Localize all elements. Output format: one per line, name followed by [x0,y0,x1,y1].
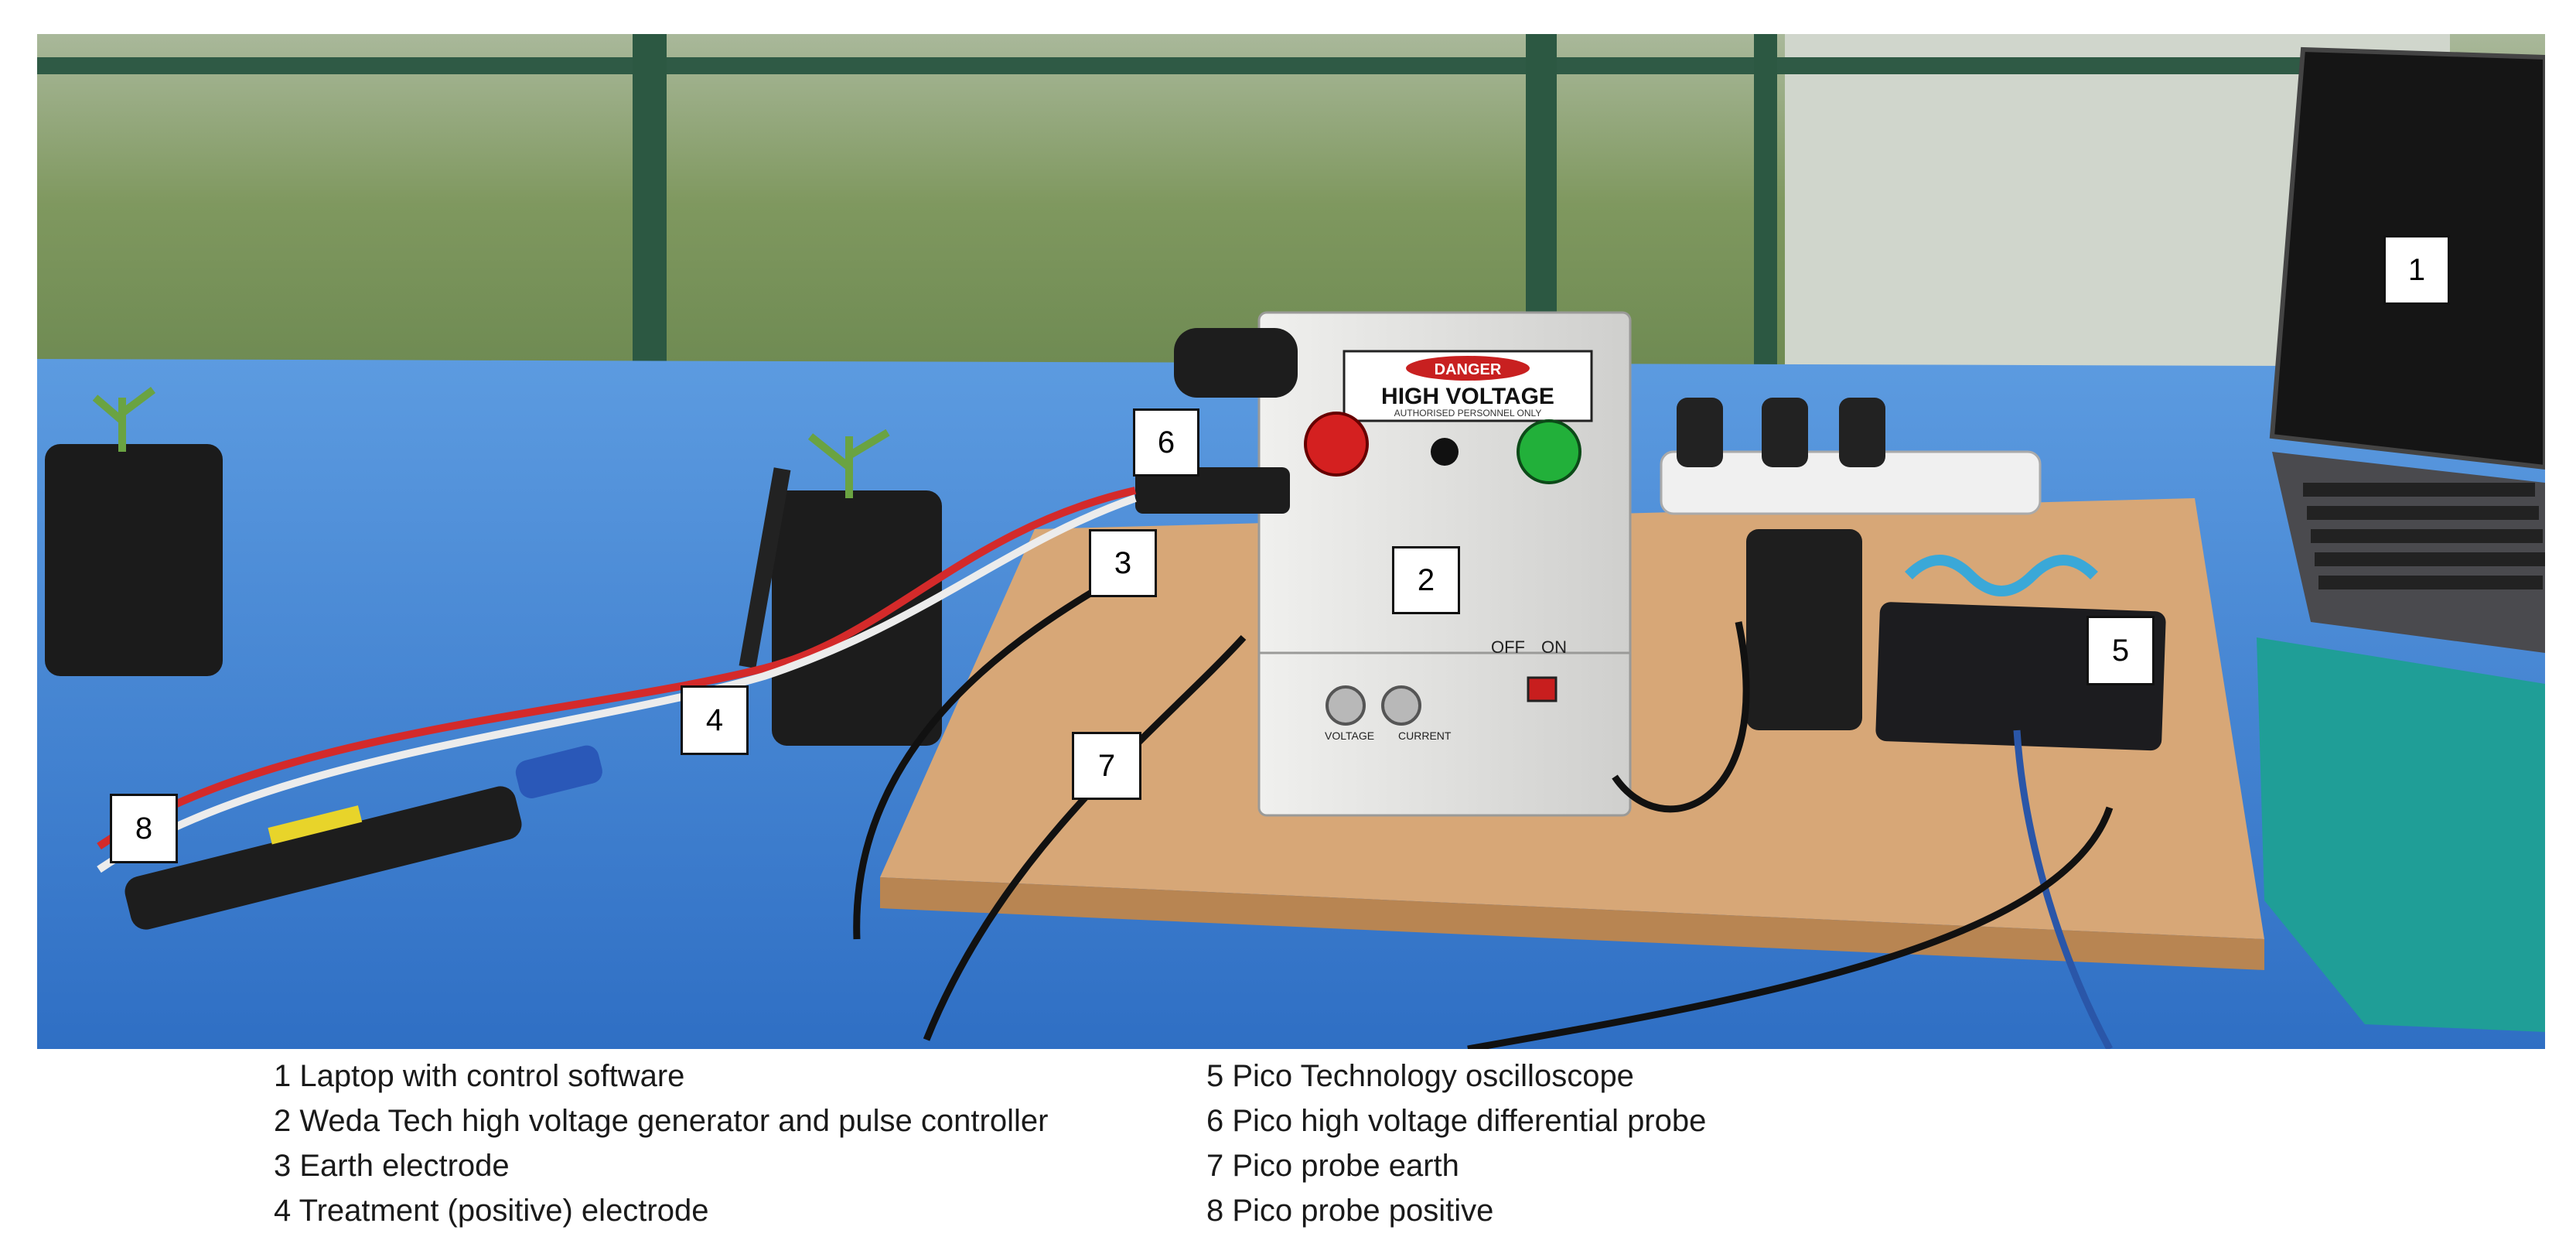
callout-1: 1 [2383,235,2450,305]
red-cable [97,487,1137,850]
blue-usb-cable [2013,730,2113,1049]
electrode-rod [739,467,791,669]
legend-item-3: 3 Earth electrode [274,1149,510,1183]
plant-pot-left [45,444,223,676]
callout-6: 6 [1133,408,1199,477]
black-cable-4 [1467,806,2114,1049]
seedling-left-icon [92,387,155,452]
callout-7: 7 [1072,732,1141,800]
frame-top [37,57,2545,74]
on-label: ON [1541,637,1567,657]
callout-2: 2 [1392,546,1460,614]
power-switch [1527,676,1558,702]
legend-item-4: 4 Treatment (positive) electrode [274,1194,709,1228]
plant-pot-center [772,490,942,746]
callout-3: 3 [1089,529,1157,597]
black-cable-1 [853,572,1122,940]
voltage-label: VOLTAGE [1325,730,1374,742]
electrode-yellow-band [268,805,363,845]
setup-photo: DANGER HIGH VOLTAGE AUTHORISED PERSONNEL… [37,34,2545,1049]
power-plug-2 [1762,398,1808,467]
legend-item-5: 5 Pico Technology oscilloscope [1206,1059,1634,1093]
current-bnc-connector [1381,685,1421,726]
seedling-center-icon [807,429,890,498]
frame-post-1 [633,34,667,374]
green-indicator-light [1517,419,1581,484]
callout-4: 4 [681,685,749,755]
legend-item-6: 6 Pico high voltage differential probe [1206,1104,1707,1138]
legend-item-2: 2 Weda Tech high voltage generator and p… [274,1104,1049,1138]
coiled-cable [1905,555,2098,596]
power-plug-3 [1839,398,1885,467]
red-indicator-light [1304,412,1369,477]
off-label: OFF [1491,637,1525,657]
electrode-handle [125,786,522,930]
laptop-keys [2303,483,2545,589]
greenhouse-scene: DANGER HIGH VOLTAGE AUTHORISED PERSONNEL… [37,34,2545,1049]
callout-5: 5 [2086,616,2155,685]
legend-left: 1 Laptop with control software 2 Weda Te… [274,1054,1048,1233]
electrode-blue-connector [515,745,602,798]
frame-post-3 [1754,34,1777,374]
legend-item-1: 1 Laptop with control software [274,1059,685,1093]
voltage-bnc-connector [1326,685,1366,726]
black-cable-3 [1612,621,1750,813]
power-adapter [1746,529,1862,730]
teal-crate [2257,637,2545,1032]
callout-8: 8 [110,794,178,863]
legend-item-7: 7 Pico probe earth [1206,1149,1459,1183]
power-plug-1 [1677,398,1723,467]
black-cable-2 [923,634,1247,1041]
high-voltage-text: HIGH VOLTAGE [1381,384,1554,409]
plug-top [1174,328,1298,398]
danger-sign-badge [1406,356,1530,381]
danger-text: DANGER [1435,361,1502,378]
authorised-text: AUTHORISED PERSONNEL ONLY [1394,408,1542,419]
current-label: CURRENT [1398,730,1452,742]
legend-item-8: 8 Pico probe positive [1206,1194,1494,1228]
black-button [1431,438,1459,466]
legend-right: 5 Pico Technology oscilloscope 6 Pico hi… [1206,1054,1706,1233]
differential-probe [1135,467,1290,514]
